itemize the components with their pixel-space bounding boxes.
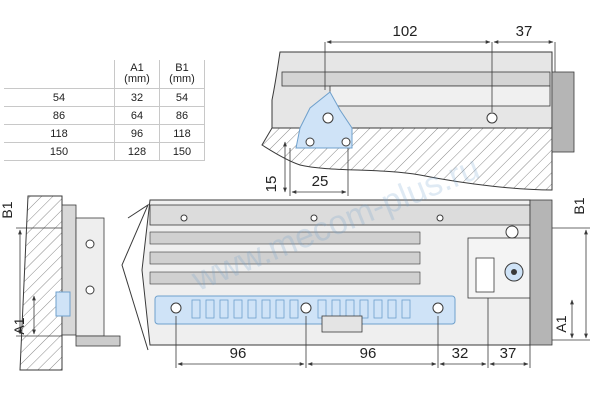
top-detail-view: 102 37 25 15 xyxy=(261,23,575,196)
runner-mid-rail-2 xyxy=(149,251,421,265)
table-header-b1: B1 (mm) xyxy=(159,60,205,89)
table-header-b1-name: B1 xyxy=(175,62,189,74)
blue-slide-slots xyxy=(191,299,411,319)
dimension-table: A1 (mm) B1 (mm) 54 32 54 86 64 86 1 xyxy=(4,60,205,161)
dim-label-32: 32 xyxy=(452,345,469,362)
runner-hole-1 xyxy=(180,214,188,222)
left-blue-clip xyxy=(55,291,71,317)
front-panel xyxy=(529,199,553,346)
main-runner-view: 96 96 32 37 B1 A1 xyxy=(121,197,590,368)
table-header-blank xyxy=(4,60,115,89)
dim-label-37-bottom: 37 xyxy=(500,345,517,362)
dim-label-96-right: 96 xyxy=(360,345,377,362)
top-bracket-screw-3 xyxy=(322,112,334,124)
mechanism-lever xyxy=(475,257,495,293)
slide-screw-2 xyxy=(300,302,312,314)
break-symbol xyxy=(121,203,150,351)
table-cell-b1: 86 xyxy=(159,106,205,125)
top-front-panel xyxy=(551,71,575,153)
table-row: 86 64 86 xyxy=(4,106,205,125)
left-drawer-bottom xyxy=(75,335,121,347)
table-row: 150 128 150 xyxy=(4,142,205,161)
table-header-a1: A1 (mm) xyxy=(114,60,160,89)
slide-catch xyxy=(321,315,363,333)
top-runner-rail xyxy=(281,71,551,87)
table-cell-b1: 54 xyxy=(159,88,205,107)
dim-label-96-left: 96 xyxy=(230,345,247,362)
table-cell-b1: 118 xyxy=(159,124,205,143)
top-bracket-screw-1 xyxy=(305,137,315,147)
table-cell-a1: 128 xyxy=(114,142,160,161)
runner-mid-rail-1 xyxy=(149,231,421,245)
dim-label-b1-left: B1 xyxy=(0,201,15,218)
dim-label-25: 25 xyxy=(312,173,329,190)
dim-label-a1-left: A1 xyxy=(11,317,27,334)
dim-label-37-top: 37 xyxy=(516,23,533,40)
left-cabinet-wall xyxy=(19,195,63,371)
table-cell-b1: 150 xyxy=(159,142,205,161)
table-header-row: A1 (mm) B1 (mm) xyxy=(4,60,205,89)
mechanism-top-screw xyxy=(505,225,519,239)
top-rail-screw xyxy=(486,112,498,124)
dim-label-102: 102 xyxy=(392,23,417,40)
top-runner-inner xyxy=(329,85,551,107)
mechanism-dial-center xyxy=(511,269,517,275)
top-bracket-screw-2 xyxy=(341,137,351,147)
left-side-view: B1 A1 xyxy=(0,195,121,371)
slide-screw-1 xyxy=(170,302,182,314)
left-side-hole-1 xyxy=(85,239,95,249)
runner-hole-3 xyxy=(436,214,444,222)
table-header-a1-unit: (mm) xyxy=(124,73,150,85)
dim-label-b1-right: B1 xyxy=(571,197,587,214)
runner-mid-rail-3 xyxy=(149,271,421,285)
slide-screw-3 xyxy=(432,302,444,314)
table-header-b1-unit: (mm) xyxy=(169,73,195,85)
table-header-a1-name: A1 xyxy=(130,62,144,74)
left-side-hole-2 xyxy=(85,285,95,295)
dim-label-15: 15 xyxy=(263,176,280,193)
table-cell-size: 150 xyxy=(4,142,115,161)
dim-label-a1-right: A1 xyxy=(553,315,569,332)
left-drawer-side xyxy=(75,217,105,337)
runner-hole-2 xyxy=(310,214,318,222)
